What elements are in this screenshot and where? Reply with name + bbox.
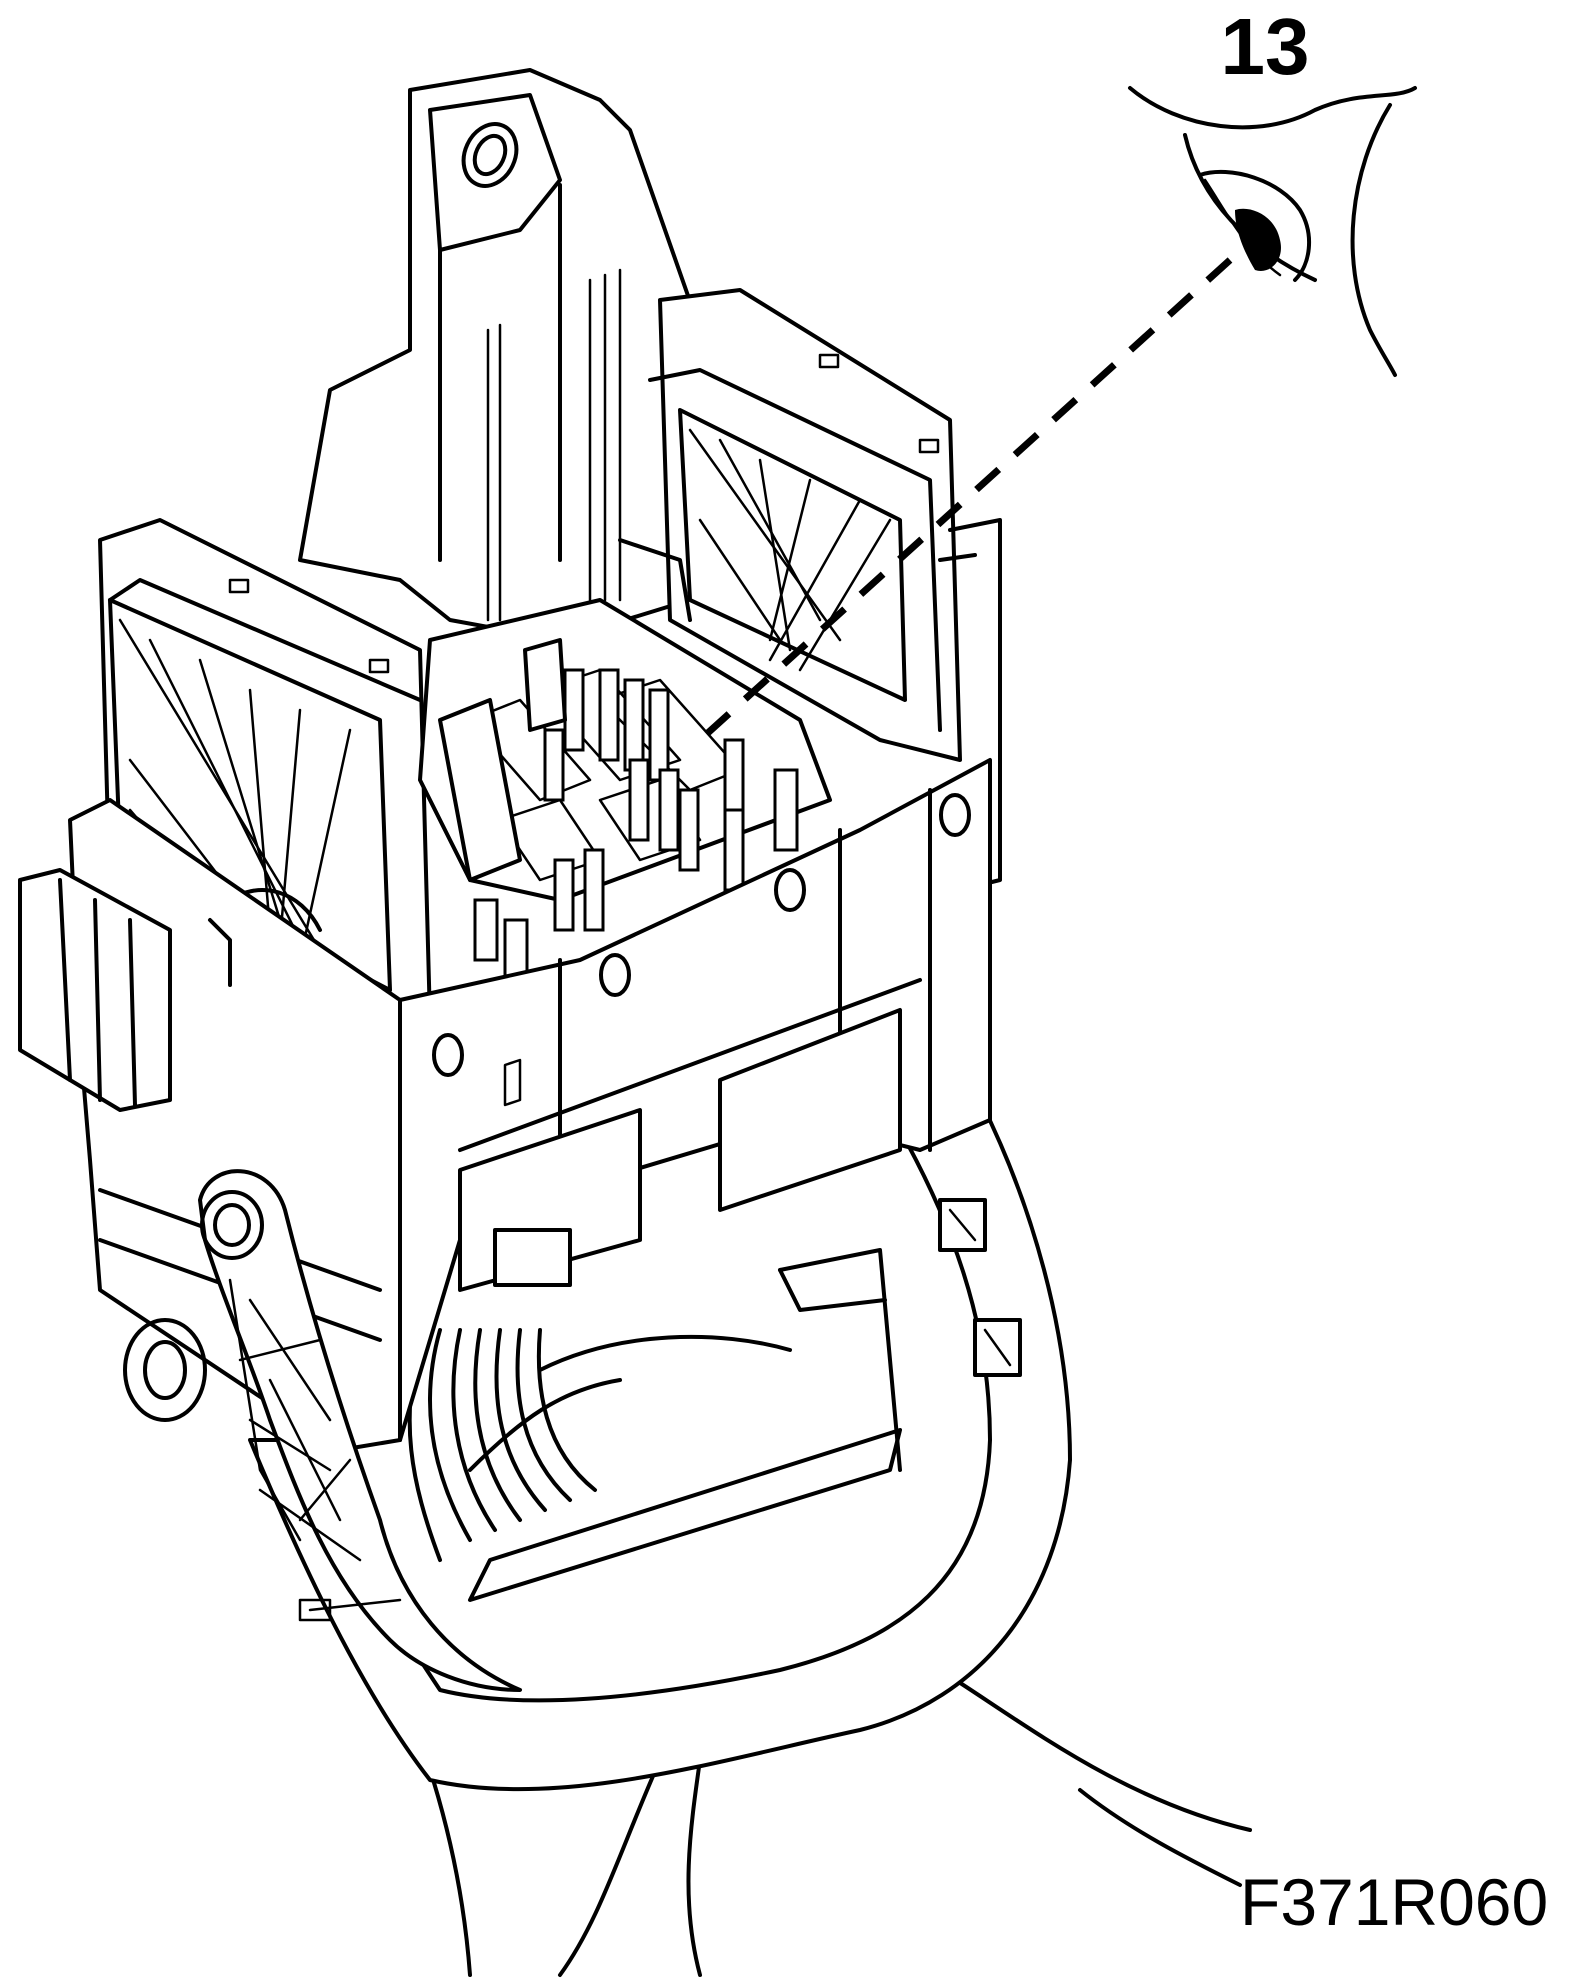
pin-header <box>418 598 832 982</box>
figure-code-label: F371R060 <box>1240 1865 1549 1939</box>
center-backplate <box>298 68 702 642</box>
view-number-label: 13 <box>1220 2 1310 91</box>
front-housing <box>18 758 992 1452</box>
lever-arm <box>198 1169 522 1692</box>
eye-icon <box>1128 86 1417 377</box>
sight-line <box>697 257 1233 743</box>
wire-harness <box>407 1328 597 1562</box>
lower-shroud <box>248 1098 1252 1977</box>
figure-code-leader <box>1078 1788 1242 1887</box>
rear-connector-panel <box>618 288 1002 892</box>
